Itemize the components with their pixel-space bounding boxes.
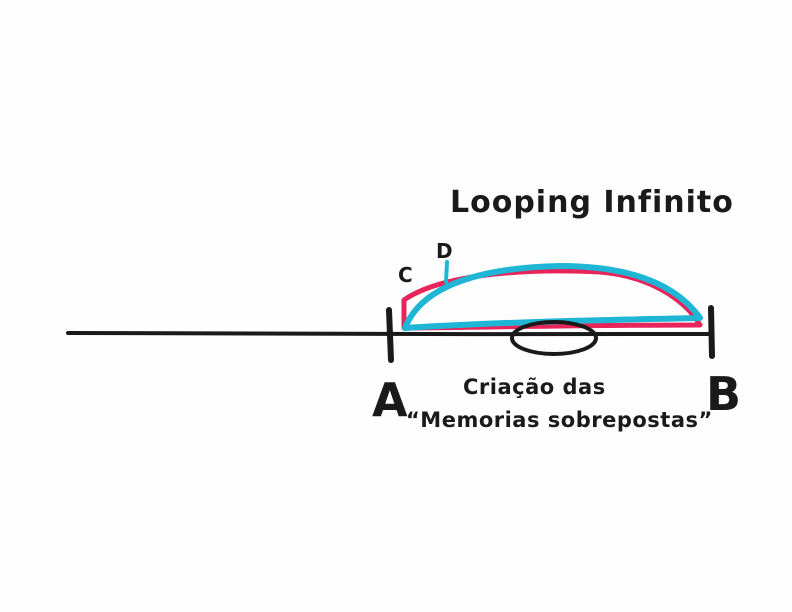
caption-line-2: “Memorias sobrepostas” <box>406 408 713 432</box>
label-c: C <box>398 263 413 287</box>
path-d-loop <box>402 263 703 331</box>
label-a: A <box>372 373 408 427</box>
label-b: B <box>706 367 741 421</box>
tick-mark-a <box>386 307 394 363</box>
timeline-line <box>66 331 714 337</box>
diagram-title: Looping Infinito <box>450 185 734 220</box>
path-d-stem <box>444 260 449 284</box>
tick-mark-b <box>708 305 715 359</box>
caption-line-1: Criação das <box>463 375 606 399</box>
label-d: D <box>436 239 453 263</box>
overlap-ellipse <box>510 320 598 356</box>
